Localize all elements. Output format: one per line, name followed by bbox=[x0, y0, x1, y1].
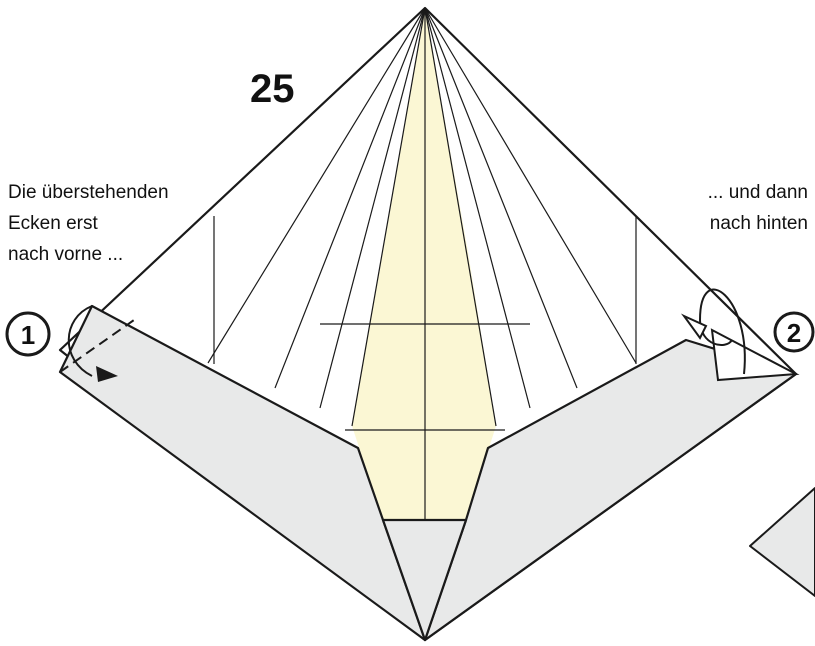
mountain-fold-arrow bbox=[698, 288, 746, 375]
right-instruction-line-2: nach hinten bbox=[710, 213, 808, 234]
radial-line bbox=[424, 7, 637, 364]
right-tip-small-flap bbox=[710, 328, 800, 382]
radial-line bbox=[351, 7, 426, 427]
next-step-preview bbox=[749, 487, 815, 597]
next-step-shape bbox=[749, 487, 815, 597]
flaps bbox=[58, 304, 798, 642]
left-instructions: Die überstehenden Ecken erst nach vorne … bbox=[8, 182, 169, 265]
fold-arrow-head bbox=[96, 366, 118, 382]
fold-arrow bbox=[67, 305, 93, 377]
vertical-crease-lines bbox=[213, 216, 637, 364]
radial-line bbox=[274, 7, 426, 389]
marker-2: 2 bbox=[773, 311, 815, 353]
radial-line bbox=[424, 7, 531, 409]
horizontal-crease-lines bbox=[320, 323, 530, 431]
left-instruction-line-1: Die überstehenden bbox=[8, 182, 169, 203]
mountain-fold-arrow-head bbox=[680, 313, 708, 340]
left-instruction-line-2: Ecken erst bbox=[8, 213, 98, 234]
center-strip bbox=[352, 8, 496, 520]
marker-2-number: 2 bbox=[787, 318, 801, 348]
radial-line bbox=[424, 7, 578, 389]
radial-line bbox=[207, 7, 426, 364]
marker-1: 1 bbox=[5, 311, 51, 357]
step-number: 25 bbox=[250, 67, 295, 111]
right-tip-detail bbox=[680, 288, 800, 382]
center-bottom-triangle bbox=[381, 518, 468, 642]
marker-1-circle bbox=[5, 311, 51, 357]
right-instruction-line-1: ... und dann bbox=[708, 182, 808, 203]
marker-1-number: 1 bbox=[21, 320, 35, 350]
radial-fold-lines bbox=[207, 7, 637, 520]
marker-2-circle bbox=[773, 311, 815, 353]
right-instructions: ... und dann nach hinten bbox=[708, 182, 808, 234]
radial-line bbox=[424, 7, 497, 427]
left-tip-detail bbox=[59, 305, 135, 382]
left-instruction-line-3: nach vorne ... bbox=[8, 244, 123, 265]
radial-line bbox=[319, 7, 426, 409]
